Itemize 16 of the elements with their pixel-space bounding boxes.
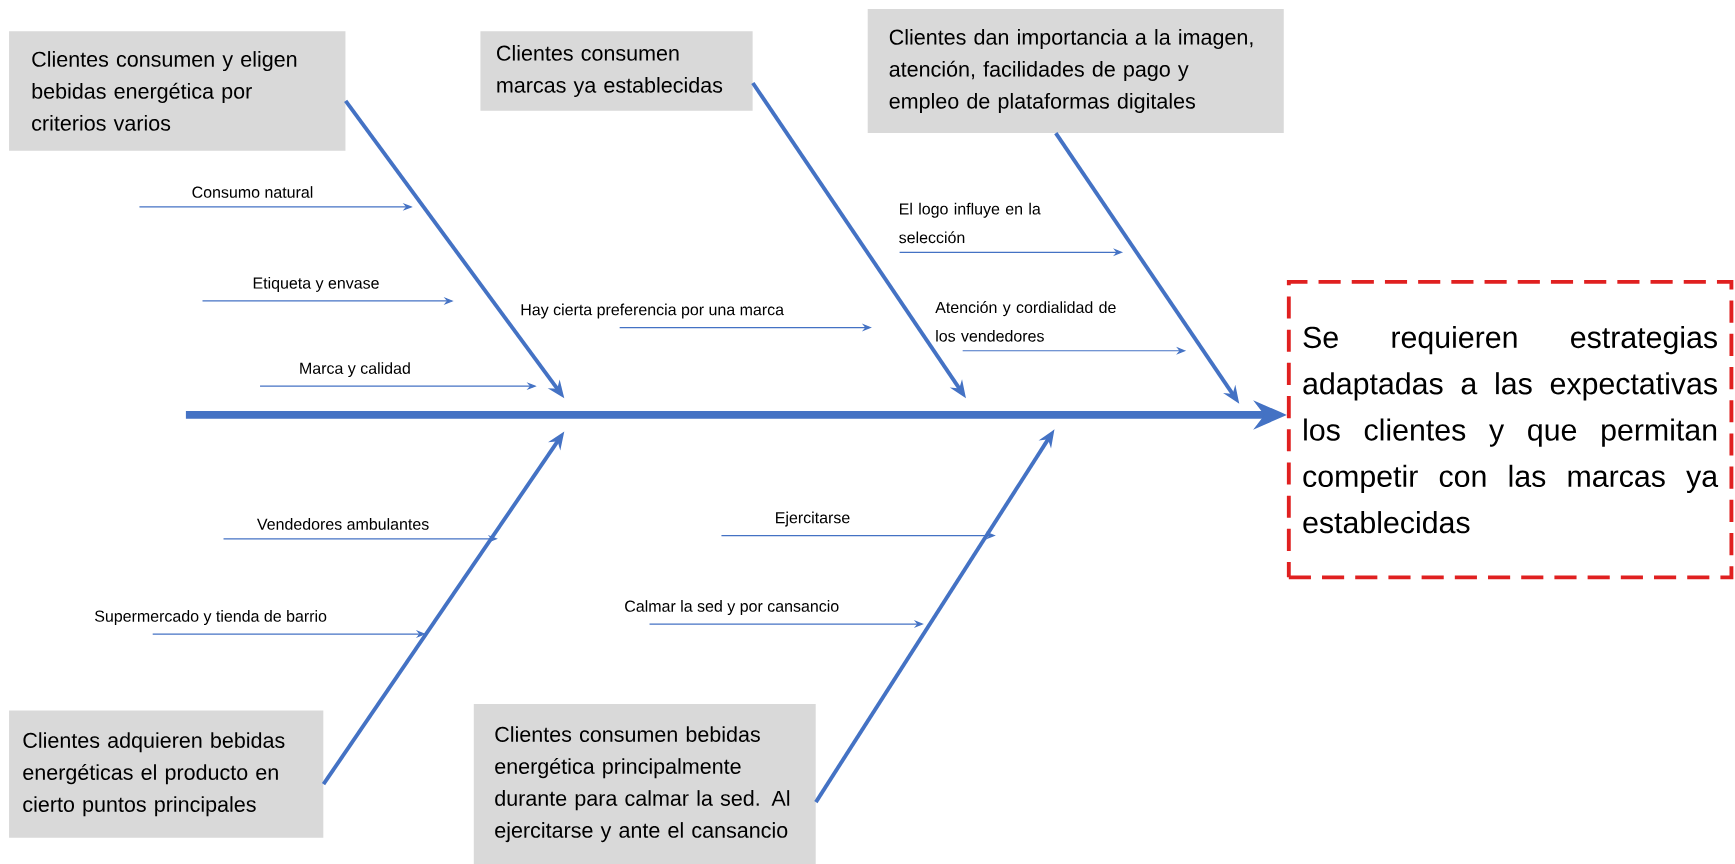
cause-label: Consumo natural <box>192 186 313 198</box>
cause-label: Hay cierta preferencia por una marca <box>521 303 785 319</box>
cause-box: Clientes dan importancia a la imagen, atención, facilidades de pago y empleo de plataformas digitales <box>867 9 1284 133</box>
cause-label: Marca y calidad <box>300 362 410 378</box>
cause-label: Ejercitarse <box>776 511 850 527</box>
cause-label: Etiqueta y envase <box>253 277 379 292</box>
cause-label: Supermercado y tienda de barrio <box>95 610 327 625</box>
cause-box: Clientes consumen marcas ya establecidas <box>480 31 753 111</box>
cause-box: Clientes consumen bebidas energética principalmente durante para calmar la sed. Al ejercitarse y ante el cansancio <box>473 703 816 864</box>
cause-label: Calmar la sed y por cansancio <box>625 600 839 615</box>
cause-box: Clientes adquieren bebidas energéticas el producto en cierto puntos principales <box>9 710 324 838</box>
cause-label: Atención y cordialidad de los vendedores <box>935 301 1116 342</box>
effect-box: Se requieren estrategias adaptadas a las expectativas los clientes y que permitan competir con las marcas ya establecidas <box>1286 279 1734 580</box>
cause-box: Clientes consumen y eligen bebidas energética por criterios varios <box>9 31 346 151</box>
cause-label: Vendedores ambulantes <box>257 518 429 530</box>
cause-label: El logo influye en la selección <box>899 202 1041 244</box>
